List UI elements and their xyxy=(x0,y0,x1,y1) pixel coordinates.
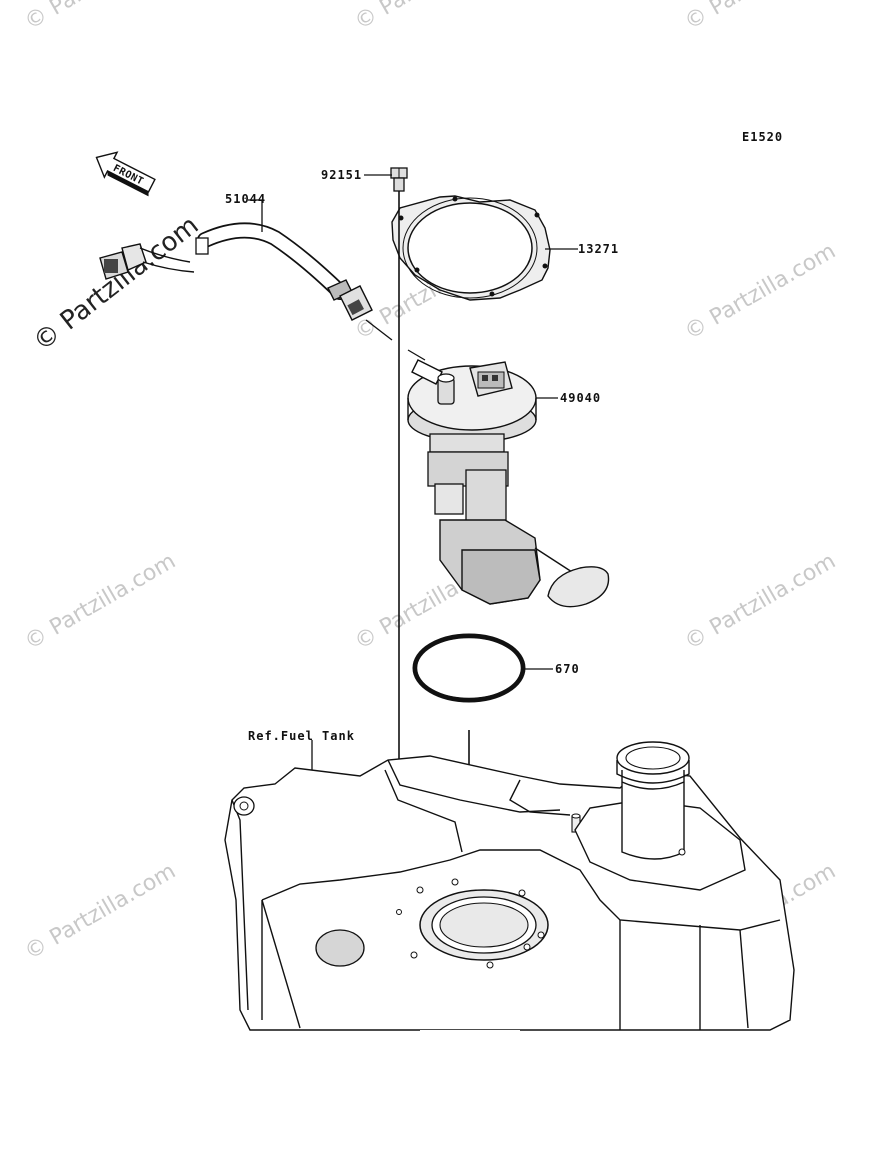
watermark: © Partzilla.com xyxy=(681,239,841,346)
watermark: © Partzilla.com xyxy=(351,0,511,35)
o-ring-670 xyxy=(412,633,526,703)
fuel-hose-51044 xyxy=(99,222,373,321)
front-arrow-icon: FRONT xyxy=(95,151,156,197)
fuel-pump-49040 xyxy=(407,359,610,608)
plate-13271 xyxy=(391,195,551,301)
watermark: © Partzilla.com xyxy=(21,859,181,966)
watermark: © Partzilla.com xyxy=(21,549,181,656)
part-number-49040[interactable]: 49040 xyxy=(560,391,601,405)
watermark: © Partzilla.com xyxy=(681,549,841,656)
part-number-670[interactable]: 670 xyxy=(555,662,580,676)
diagram-code: E1520 xyxy=(742,130,783,144)
fuel-tank xyxy=(224,741,795,1031)
connect-line xyxy=(365,319,393,341)
part-number-51044[interactable]: 51044 xyxy=(225,192,266,206)
bolt-92151 xyxy=(390,167,408,192)
partzilla-watermark: © Partzilla.com xyxy=(28,210,205,357)
pump-alignment-line xyxy=(407,349,426,361)
watermark: © Partzilla.com xyxy=(21,0,181,35)
part-number-92151[interactable]: 92151 xyxy=(321,168,362,182)
part-number-13271[interactable]: 13271 xyxy=(578,242,619,256)
watermark: © Partzilla.com xyxy=(681,0,841,35)
reference-label: Ref.Fuel Tank xyxy=(248,729,355,743)
